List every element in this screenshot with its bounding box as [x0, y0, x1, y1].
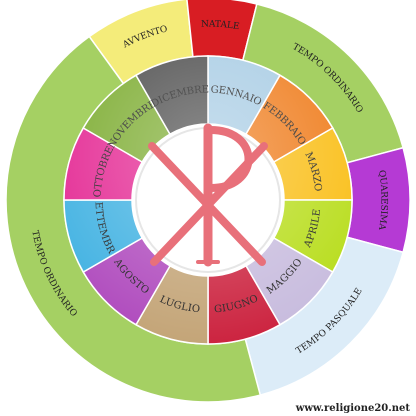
season-label: NATALE — [201, 19, 240, 32]
season-label: QUARESIMA — [376, 169, 389, 231]
site-watermark: www.religione20.net — [295, 403, 410, 414]
chi-rho-symbol — [148, 123, 268, 267]
